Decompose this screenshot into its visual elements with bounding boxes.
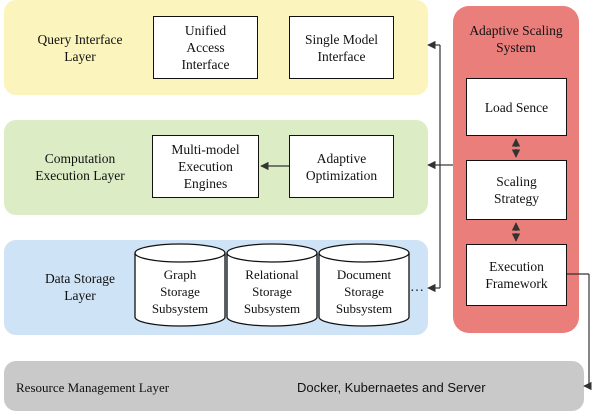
- adaptive-system-title: Adaptive Scaling System: [469, 23, 563, 55]
- relational-storage-label: Relational Storage Subsystem: [243, 267, 301, 316]
- relational-storage-cylinder: [226, 243, 318, 327]
- document-storage-cylinder: [318, 243, 410, 327]
- execution-framework-box: Execution Framework: [466, 244, 567, 306]
- single-model-interface-box: Single Model Interface: [289, 16, 394, 79]
- document-storage-label: Document Storage Subsystem: [335, 267, 393, 316]
- storage-ellipsis: …: [410, 280, 424, 295]
- computation-layer-label: Computation Execution Layer: [35, 151, 125, 183]
- unified-access-interface-box: Unified Access Interface: [153, 16, 258, 79]
- resource-management-layer-panel: [4, 361, 584, 411]
- graph-storage-label: Graph Storage Subsystem: [151, 267, 209, 316]
- resource-layer-detail: Docker, Kubernaetes and Server: [297, 380, 486, 395]
- adaptive-optimization-box: Adaptive Optimization: [289, 135, 394, 198]
- scaling-strategy-box: Scaling Strategy: [466, 160, 567, 220]
- multi-model-execution-engines-box: Multi-model Execution Engines: [152, 135, 259, 198]
- graph-storage-cylinder: [134, 243, 226, 327]
- storage-layer-label: Data Storage Layer: [44, 271, 116, 303]
- resource-layer-label: Resource Management Layer: [16, 380, 170, 395]
- load-sence-box: Load Sence: [466, 78, 567, 136]
- query-layer-label: Query Interface Layer: [37, 32, 123, 64]
